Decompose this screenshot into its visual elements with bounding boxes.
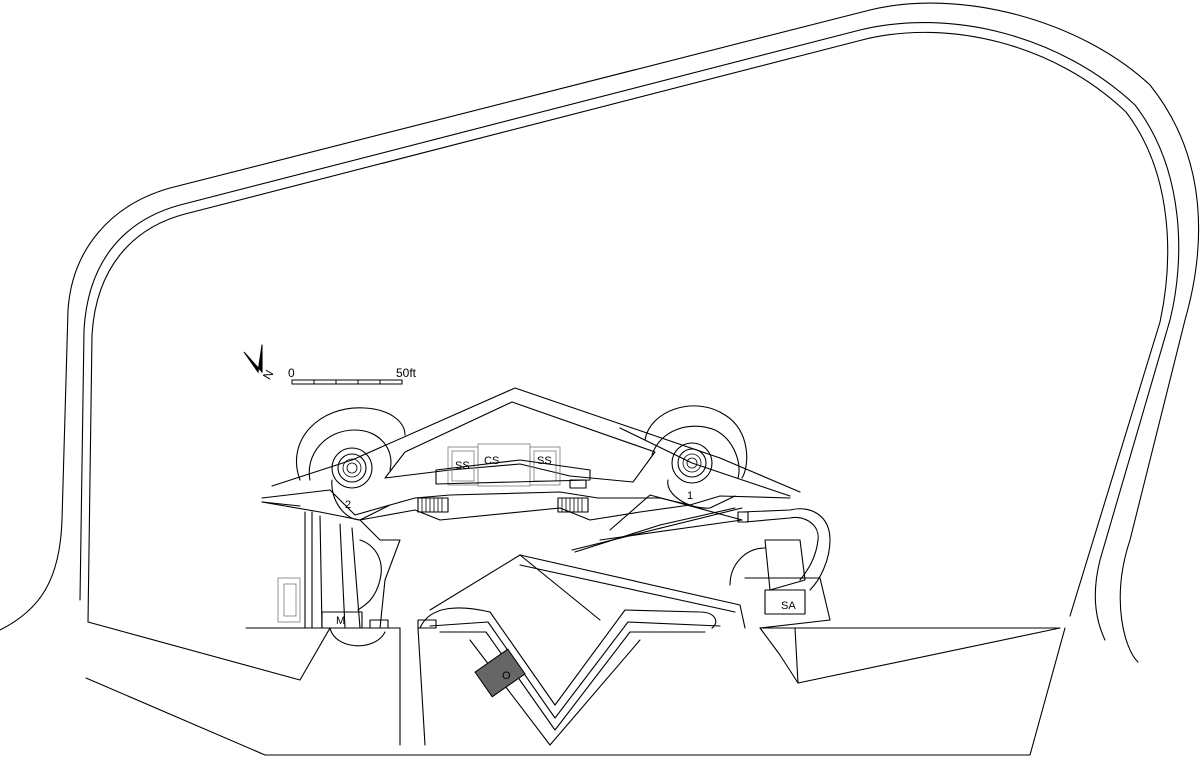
scale-bar: 0 50ft	[288, 366, 417, 385]
north-arrow: N	[243, 344, 276, 383]
cross-lines	[261, 501, 743, 551]
scale-start-label: 0	[288, 366, 295, 380]
label-m: M	[336, 615, 345, 627]
label-emplacement-1: 1	[687, 490, 693, 502]
outer-earthwork	[0, 2, 1200, 663]
label-sa: SA	[781, 600, 796, 612]
stairways	[369, 479, 749, 629]
label-emplacement-2: 2	[345, 499, 351, 511]
central-traverse	[399, 554, 799, 746]
magazine-rooms	[435, 443, 591, 487]
north-arrow-letter: N	[260, 368, 276, 383]
base-outline	[85, 621, 1066, 756]
left-wing	[261, 501, 401, 647]
right-wing	[519, 494, 831, 629]
plan-labels: SS CS SS 2 1 M SA O	[336, 455, 796, 682]
label-o: O	[502, 670, 511, 682]
gun-emplacement-2	[295, 407, 406, 521]
label-ss-left: SS	[455, 460, 470, 472]
central-parapet	[261, 387, 801, 521]
label-cs: CS	[484, 455, 499, 467]
label-ss-right: SS	[537, 455, 552, 467]
scale-end-label: 50ft	[396, 366, 417, 380]
gun-emplacement-1	[619, 405, 791, 509]
